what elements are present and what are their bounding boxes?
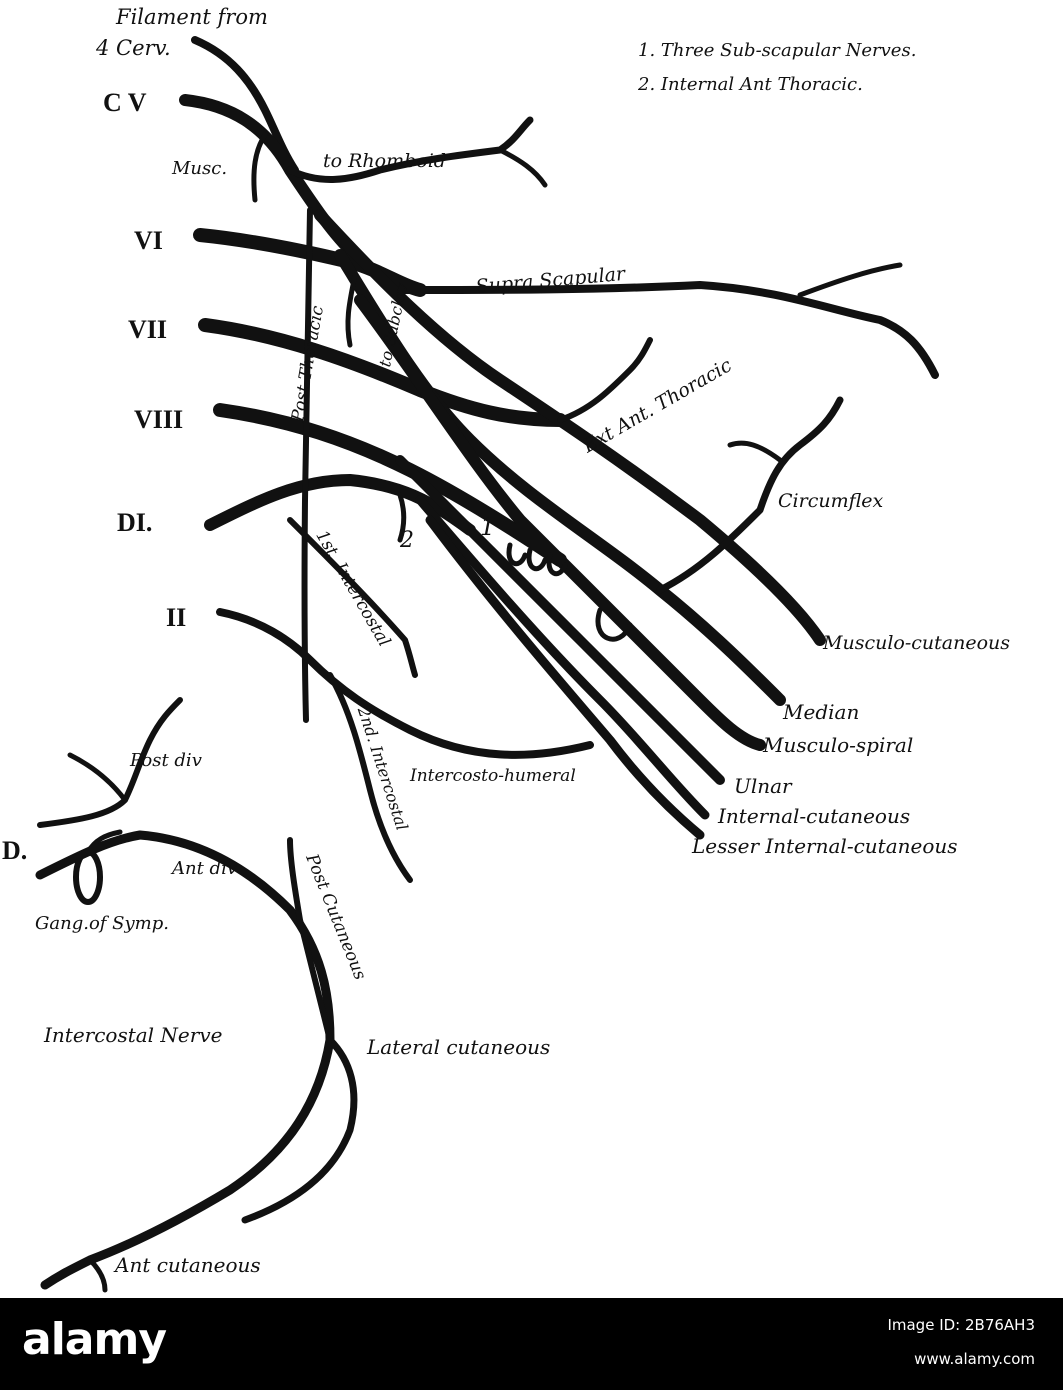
ulnar-label: Ulnar xyxy=(734,774,792,798)
lateral-cutaneous-branch xyxy=(241,1036,358,1224)
subscapular-number-label: 1 xyxy=(480,513,496,541)
lesser-internal-cutaneous-label: Lesser Internal-cutaneous xyxy=(692,834,958,858)
trunk-d1 xyxy=(204,474,476,536)
stock-url-text: www.alamy.com xyxy=(914,1350,1035,1368)
musc-branch xyxy=(251,132,268,203)
circumflex-label: Circumflex xyxy=(778,490,884,512)
post-cutaneous xyxy=(287,837,333,1043)
root-d-label: D. xyxy=(2,836,28,865)
post-division xyxy=(37,697,183,828)
to-subclav xyxy=(345,272,358,348)
root-c6-label: VI xyxy=(134,226,163,255)
post-thoracic xyxy=(301,207,313,723)
legend-line-1: 1. Three Sub-scapular Nerves. xyxy=(638,40,917,61)
intercostal-nerve-label: Intercostal Nerve xyxy=(44,1023,223,1047)
internal-cut-cord xyxy=(415,495,710,820)
lateral-cutaneous-label: Lateral cutaneous xyxy=(367,1035,551,1059)
ant-cutaneous-branch xyxy=(87,1257,108,1293)
subscapular-loops xyxy=(506,542,568,577)
suprascapular-nerve xyxy=(396,281,939,379)
filament-label: Filament from xyxy=(116,5,268,29)
ext-ant-thoracic xyxy=(557,337,653,423)
musculo-spiral-label: Musculo-spiral xyxy=(763,733,914,757)
musc-label: Musc. xyxy=(172,158,228,179)
legend-line-2: 2. Internal Ant Thoracic. xyxy=(638,74,863,95)
second-intercostal xyxy=(327,672,413,883)
suprascapular-end xyxy=(797,262,903,298)
first-intercostal xyxy=(287,517,418,678)
ant-thoracic-loop xyxy=(595,607,633,642)
circumflex-nerve xyxy=(656,396,844,594)
gang-symp-label: Gang.of Symp. xyxy=(35,913,169,934)
root-c8-label: VIII xyxy=(134,405,184,434)
median-label: Median xyxy=(783,700,860,724)
int-ant-thoracic xyxy=(397,492,407,543)
post-div-branch xyxy=(67,752,128,803)
rhomboid-label: to Rhomboid xyxy=(323,150,446,172)
trunk-c7 xyxy=(198,318,567,427)
root-d1-label: DI. xyxy=(117,508,153,537)
ant-thoracic-number-label: 2 xyxy=(400,528,414,553)
rhomboid-branch xyxy=(497,147,548,188)
post-div-label: Post div xyxy=(130,750,202,771)
root-d2-label: II xyxy=(166,603,187,632)
upper-cord xyxy=(314,209,826,646)
nerve-diagram: 1. Three Sub-scapular Nerves. 2. Interna… xyxy=(2,5,1011,1293)
lateral-cord xyxy=(334,249,786,706)
ulnar-cord xyxy=(395,455,725,785)
ant-cutaneous-label: Ant cutaneous xyxy=(115,1253,261,1277)
cerv-label: 4 Cerv. xyxy=(96,36,171,60)
lesser-cut-cord xyxy=(425,515,705,840)
circumflex-branch xyxy=(727,440,783,463)
root-c7-label: VII xyxy=(128,315,168,344)
ganglion-stem xyxy=(85,829,123,855)
trunk-d2 xyxy=(216,608,594,759)
image-id-text: Image ID: 2B76AH3 xyxy=(887,1316,1035,1334)
intercosto-humeral-label: Intercosto-humeral xyxy=(410,766,576,786)
sympathetic-ganglion xyxy=(73,849,103,905)
ant-div-label: Ant div xyxy=(172,858,237,879)
internal-cutaneous-label: Internal-cutaneous xyxy=(718,804,911,828)
alamy-logo: alamy xyxy=(22,1314,167,1365)
rhomboid-nerve xyxy=(286,116,534,183)
root-c5-label: C V xyxy=(103,88,147,117)
stock-footer-bar: alamy Image ID: 2B76AH3 www.alamy.com xyxy=(0,1298,1063,1390)
nerve-drawing xyxy=(35,36,939,1293)
musculo-cutaneous-label: Musculo-cutaneous xyxy=(823,632,1011,654)
